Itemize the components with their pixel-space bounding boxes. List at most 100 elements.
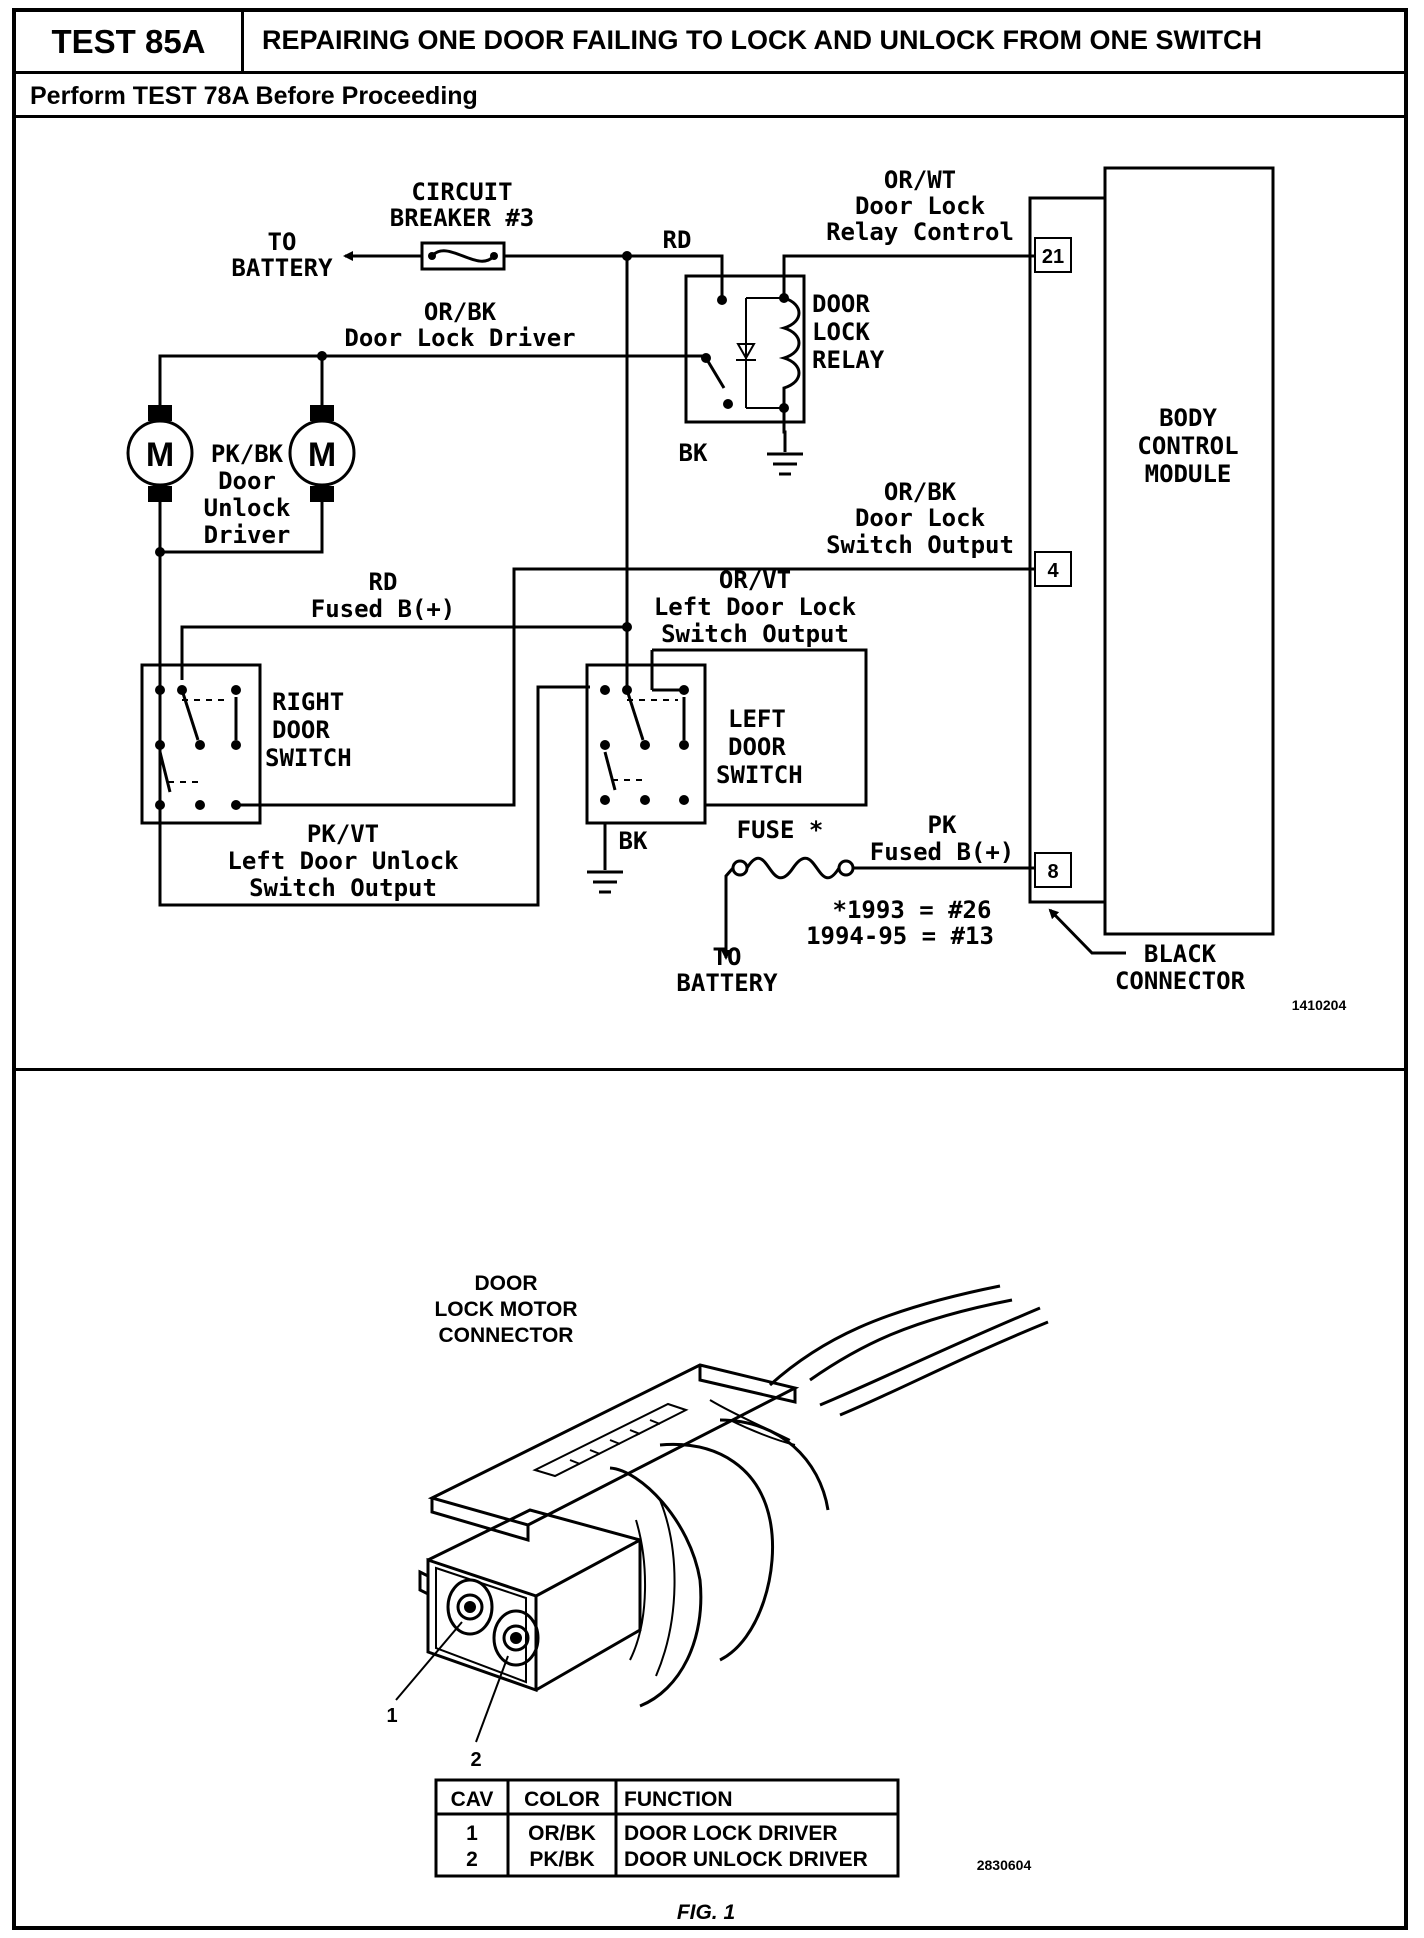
rd-fused-label: RD: [369, 568, 398, 596]
callout-1: 1: [386, 1705, 397, 1727]
table-cell: 2: [466, 1848, 478, 1871]
left-door-lock-motor: M: [126, 405, 194, 502]
test-title: REPAIRING ONE DOOR FAILING TO LOCK AND U…: [262, 25, 1262, 55]
fuse-year-note: *1993 = #26: [833, 896, 992, 924]
or-vt-left-label: Switch Output: [661, 620, 849, 648]
to-battery-label: BATTERY: [231, 254, 333, 282]
page-frame: TEST 85A REPAIRING ONE DOOR FAILING TO L…: [12, 8, 1408, 1930]
table-header-function: FUNCTION: [624, 1788, 733, 1811]
pk-bk-label: Door: [218, 467, 276, 495]
table-header-cav: CAV: [451, 1788, 494, 1811]
black-connector-label: BLACK: [1144, 940, 1217, 968]
switch-ground: [587, 823, 623, 894]
black-connector-label: CONNECTOR: [1115, 967, 1246, 995]
door-lock-motor-connector-illustration: [395, 1284, 1049, 1743]
or-bk-driver-label: Door Lock Driver: [344, 324, 575, 352]
schematic-figure-code: 1410204: [1292, 997, 1347, 1013]
pin-8: 8: [1034, 852, 1072, 888]
table-cell: DOOR UNLOCK DRIVER: [624, 1848, 868, 1871]
rd-label: RD: [663, 226, 692, 254]
label: 8: [1047, 861, 1058, 883]
or-bk-switch-label: OR/BK: [884, 478, 957, 506]
table-cell: PK/BK: [529, 1848, 594, 1871]
right-door-switch: RIGHT DOOR SWITCH: [140, 663, 352, 825]
to-battery-label: BATTERY: [676, 969, 778, 997]
to-battery-label: TO: [268, 228, 297, 256]
or-bk-switch-label: Switch Output: [826, 531, 1014, 559]
table-header-color: COLOR: [524, 1788, 600, 1811]
pk-vt-label: Left Door Unlock: [227, 847, 459, 875]
or-bk-switch-label: Door Lock: [855, 504, 986, 532]
label: 4: [1047, 560, 1059, 582]
bcm-label-line-2: CONTROL: [1137, 432, 1238, 460]
circuit-breaker-label: CIRCUIT: [411, 178, 512, 206]
rd-wire: [504, 254, 724, 300]
connector-label: CONNECTOR: [439, 1324, 574, 1347]
relay-label: DOOR: [812, 290, 870, 318]
test-id: TEST 85A: [16, 12, 244, 71]
or-bk-driver-label: OR/BK: [424, 298, 497, 326]
bk-relay-label: BK: [679, 439, 708, 467]
or-wt-label: Door Lock: [855, 192, 986, 220]
pk-fused-label: Fused B(+): [870, 838, 1015, 866]
to-battery-label: TO: [713, 943, 742, 971]
rd-fused-label: Fused B(+): [311, 595, 456, 623]
bcm-label-line-3: MODULE: [1145, 460, 1232, 488]
black-connector-pointer: [1048, 908, 1126, 955]
relay-ground: [767, 408, 803, 476]
table-cell: OR/BK: [528, 1822, 596, 1845]
or-bk-door-lock-driver-wire: [158, 354, 708, 405]
pk-bk-label: Driver: [204, 521, 291, 549]
right-door-lock-motor: M: [288, 405, 356, 502]
pk-vt-unlock-output-wire: [158, 502, 590, 907]
pk-vt-label: Switch Output: [249, 874, 437, 902]
pin-4: 4: [1034, 551, 1072, 587]
callout-2: 2: [470, 1749, 481, 1771]
circuit-breaker-number: BREAKER #3: [390, 204, 535, 232]
divider: [16, 1068, 1404, 1071]
or-vt-left-lock-output-wire: [652, 648, 868, 807]
table-cell: 1: [466, 1822, 478, 1845]
bk-switch-label: BK: [619, 827, 648, 855]
cavity-table: CAV COLOR FUNCTION 1 OR/BK DOOR LOCK DRI…: [434, 1778, 900, 1878]
right-switch-label: RIGHT: [272, 688, 344, 716]
rd-fused-b-wire: [180, 625, 627, 680]
relay-label: LOCK: [812, 318, 870, 346]
circuit-breaker: CIRCUIT BREAKER #3: [390, 178, 535, 271]
figure-caption: FIG. 1: [677, 1901, 735, 1924]
connector-label: DOOR: [475, 1272, 538, 1295]
fuse-year-note: 1994-95 = #13: [806, 922, 994, 950]
or-bk-switch-output-wire: [252, 567, 1035, 807]
connector-label: LOCK MOTOR: [434, 1298, 577, 1321]
figure-code: 2830604: [977, 1857, 1032, 1873]
right-switch-label: DOOR: [272, 716, 330, 744]
or-wt-relay-control-wire: [782, 254, 1035, 298]
left-door-switch: LEFT DOOR SWITCH: [585, 663, 803, 825]
pk-vt-label: PK/VT: [307, 820, 379, 848]
pin-21: 21: [1034, 237, 1072, 273]
test-header: TEST 85A REPAIRING ONE DOOR FAILING TO L…: [16, 12, 1404, 74]
table-cell: DOOR LOCK DRIVER: [624, 1822, 838, 1845]
right-switch-label: SWITCH: [265, 744, 352, 772]
or-wt-label: Relay Control: [826, 218, 1014, 246]
prerequisite-note: Perform TEST 78A Before Proceeding: [30, 82, 478, 110]
body-control-module: BODY CONTROL MODULE: [1028, 166, 1275, 936]
fuse-label: FUSE *: [737, 816, 824, 844]
or-wt-label: OR/WT: [884, 166, 956, 194]
label: M: [308, 436, 336, 474]
left-switch-label: LEFT: [728, 705, 786, 733]
or-vt-left-label: Left Door Lock: [654, 593, 857, 621]
label: M: [146, 436, 174, 474]
relay-label: RELAY: [812, 346, 885, 374]
pk-bk-label: Unlock: [204, 494, 291, 522]
door-lock-relay: DOOR LOCK RELAY: [684, 274, 885, 424]
pk-label: PK: [928, 811, 957, 839]
bcm-label-line-1: BODY: [1159, 404, 1217, 432]
or-vt-left-label: OR/VT: [719, 566, 791, 594]
fuse-battery-feed: [721, 867, 735, 960]
left-switch-label: DOOR: [728, 733, 786, 761]
pk-bk-unlock-driver-wire: [160, 502, 324, 554]
label: 21: [1042, 246, 1064, 268]
pk-bk-label: PK/BK: [211, 440, 284, 468]
